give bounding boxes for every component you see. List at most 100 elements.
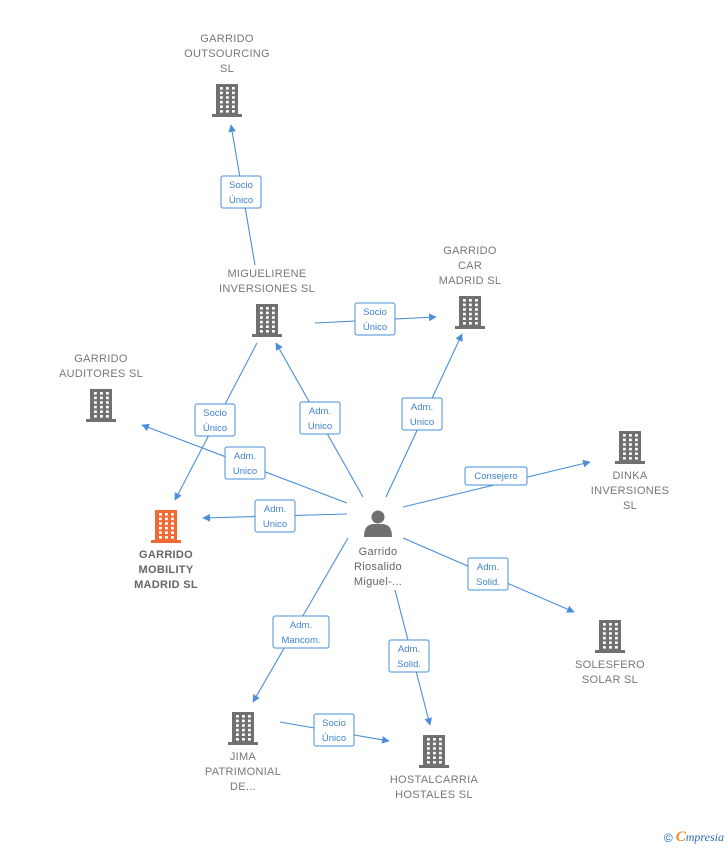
edge-label-text: Unico	[263, 519, 287, 530]
node-label-line: MIGUELIRENE	[227, 268, 306, 280]
node-label-line: HOSTALES SL	[395, 789, 473, 801]
node-solesfero[interactable]: SOLESFERO SOLAR SL	[575, 620, 645, 686]
edge-label-text: Único	[203, 423, 227, 434]
copyright-symbol: ©	[663, 830, 673, 845]
edge-label-text: Unico	[308, 421, 332, 432]
node-label-line: GARRIDO	[74, 353, 128, 365]
edge-label-text: Adm.	[309, 406, 331, 417]
node-label-line: DE...	[230, 781, 256, 793]
edge-label-box	[224, 446, 266, 480]
nodes-layer: GARRIDO OUTSOURCING SL MIGUELIRENE INVERSION…	[59, 33, 669, 801]
node-dinka[interactable]: DINKA INVERSIONES SL	[591, 431, 670, 512]
node-label-line: JIMA	[230, 751, 257, 763]
node-label-line: SOLAR SL	[582, 674, 638, 686]
node-car_madrid[interactable]: GARRIDO CAR MADRID SL	[439, 245, 502, 329]
building-icon	[228, 712, 258, 745]
edge-label-text: Consejero	[474, 471, 517, 482]
edge-label-box	[194, 403, 236, 437]
edge-label-person-to-car_madrid[interactable]: Adm. Unico	[401, 397, 443, 431]
edge-label-box	[401, 397, 443, 431]
person-icon	[364, 510, 392, 537]
node-auditores[interactable]: GARRIDO AUDITORES SL	[59, 353, 143, 422]
node-label-line: MADRID SL	[439, 275, 502, 287]
node-label-line: SL	[623, 500, 637, 512]
edge-label-box	[272, 615, 330, 649]
edge-label-text: Solid.	[476, 577, 500, 588]
edge-label-box	[299, 401, 341, 435]
building-icon	[595, 620, 625, 653]
building-icon	[419, 735, 449, 768]
brand-logo-rest: mpresia	[685, 830, 724, 844]
edge-label-text: Socio	[363, 307, 387, 318]
node-label-line: MOBILITY	[139, 564, 194, 576]
building-icon	[615, 431, 645, 464]
edge-label-person-to-mobility[interactable]: Adm.Unico	[254, 499, 296, 533]
edge-label-box	[354, 302, 396, 336]
node-label-line: INVERSIONES	[591, 485, 670, 497]
node-label-line: OUTSOURCING	[184, 48, 270, 60]
node-label-line: Garrido	[359, 546, 398, 558]
edge-label-text: Unico	[410, 417, 434, 428]
edge-label-text: Único	[322, 733, 346, 744]
edge-label-text: Único	[229, 195, 253, 206]
node-label-line: GARRIDO	[139, 549, 193, 561]
edge-label-text: Adm.	[411, 402, 433, 413]
node-label-line: CAR	[458, 260, 482, 272]
edge-label-box	[467, 557, 509, 591]
node-label-line: SOLESFERO	[575, 659, 645, 671]
node-label-line: Riosalido	[354, 561, 402, 573]
node-label-line: Miguel-...	[354, 576, 402, 588]
edge-label-person-to-solesfero[interactable]: Adm. Solid.	[467, 557, 509, 591]
node-label-line: GARRIDO	[200, 33, 254, 45]
edge-label-text: Mancom.	[281, 635, 320, 646]
edge-label-text: Socio	[229, 180, 253, 191]
node-label-line: AUDITORES SL	[59, 368, 143, 380]
node-hostalcarria[interactable]: HOSTALCARRIA HOSTALES SL	[390, 735, 479, 801]
edge-label-box	[464, 466, 528, 486]
node-jima[interactable]: JIMA PATRIMONIAL DE...	[205, 712, 281, 793]
edge-label-text: Único	[363, 322, 387, 333]
edge-label-person-to-auditores[interactable]: Adm. Unico	[224, 446, 266, 480]
brand-logo-initial: C	[675, 829, 686, 845]
edge-label-person-to-miguelirene[interactable]: Adm. Unico	[299, 401, 341, 435]
node-label-line: MADRID SL	[134, 579, 198, 591]
edge-label-box	[254, 499, 296, 533]
building-icon	[151, 510, 181, 543]
edge-label-person-to-hostalcarria[interactable]: Adm. Solid.	[388, 639, 430, 673]
edge-label-box	[220, 175, 262, 209]
node-label-line: SL	[220, 63, 234, 75]
edge-label-text: Unico	[233, 466, 257, 477]
footer-brand[interactable]: © Cmpresia	[664, 829, 724, 846]
edge-label-text: Adm.	[234, 451, 256, 462]
edge-label-text: Socio	[322, 718, 346, 729]
edge-label-box	[388, 639, 430, 673]
node-label-line: DINKA	[612, 470, 647, 482]
building-icon	[252, 304, 282, 337]
node-label-line: PATRIMONIAL	[205, 766, 281, 778]
node-person[interactable]: GarridoRiosalidoMiguel-...	[354, 510, 402, 589]
edge-label-person-to-dinka[interactable]: Consejero	[464, 466, 528, 486]
building-icon	[86, 389, 116, 422]
edge-label-text: Solid.	[397, 659, 421, 670]
building-icon	[455, 296, 485, 329]
brand-logo: Cmpresia	[676, 829, 724, 846]
building-icon	[212, 84, 242, 117]
node-outsourcing[interactable]: GARRIDO OUTSOURCING SL	[184, 33, 270, 117]
edge-label-text: Adm.	[290, 620, 312, 631]
node-miguelirene[interactable]: MIGUELIRENE INVERSIONES SL	[219, 268, 315, 337]
edge-label-text: Socio	[203, 408, 227, 419]
edge-label-box	[313, 713, 355, 747]
edge-labels-layer: SocioÚnicoSocioÚnicoSocioÚnicoAdm.UnicoA…	[194, 175, 528, 747]
edge-label-person-to-jima[interactable]: Adm. Mancom.	[272, 615, 330, 649]
node-label-line: INVERSIONES SL	[219, 283, 315, 295]
node-label-line: GARRIDO	[443, 245, 497, 257]
node-label-line: HOSTALCARRIA	[390, 774, 479, 786]
node-mobility[interactable]: GARRIDO MOBILITY MADRID SL	[134, 510, 198, 591]
edge-label-text: Adm.	[398, 644, 420, 655]
edge-label-text: Adm.	[477, 562, 499, 573]
